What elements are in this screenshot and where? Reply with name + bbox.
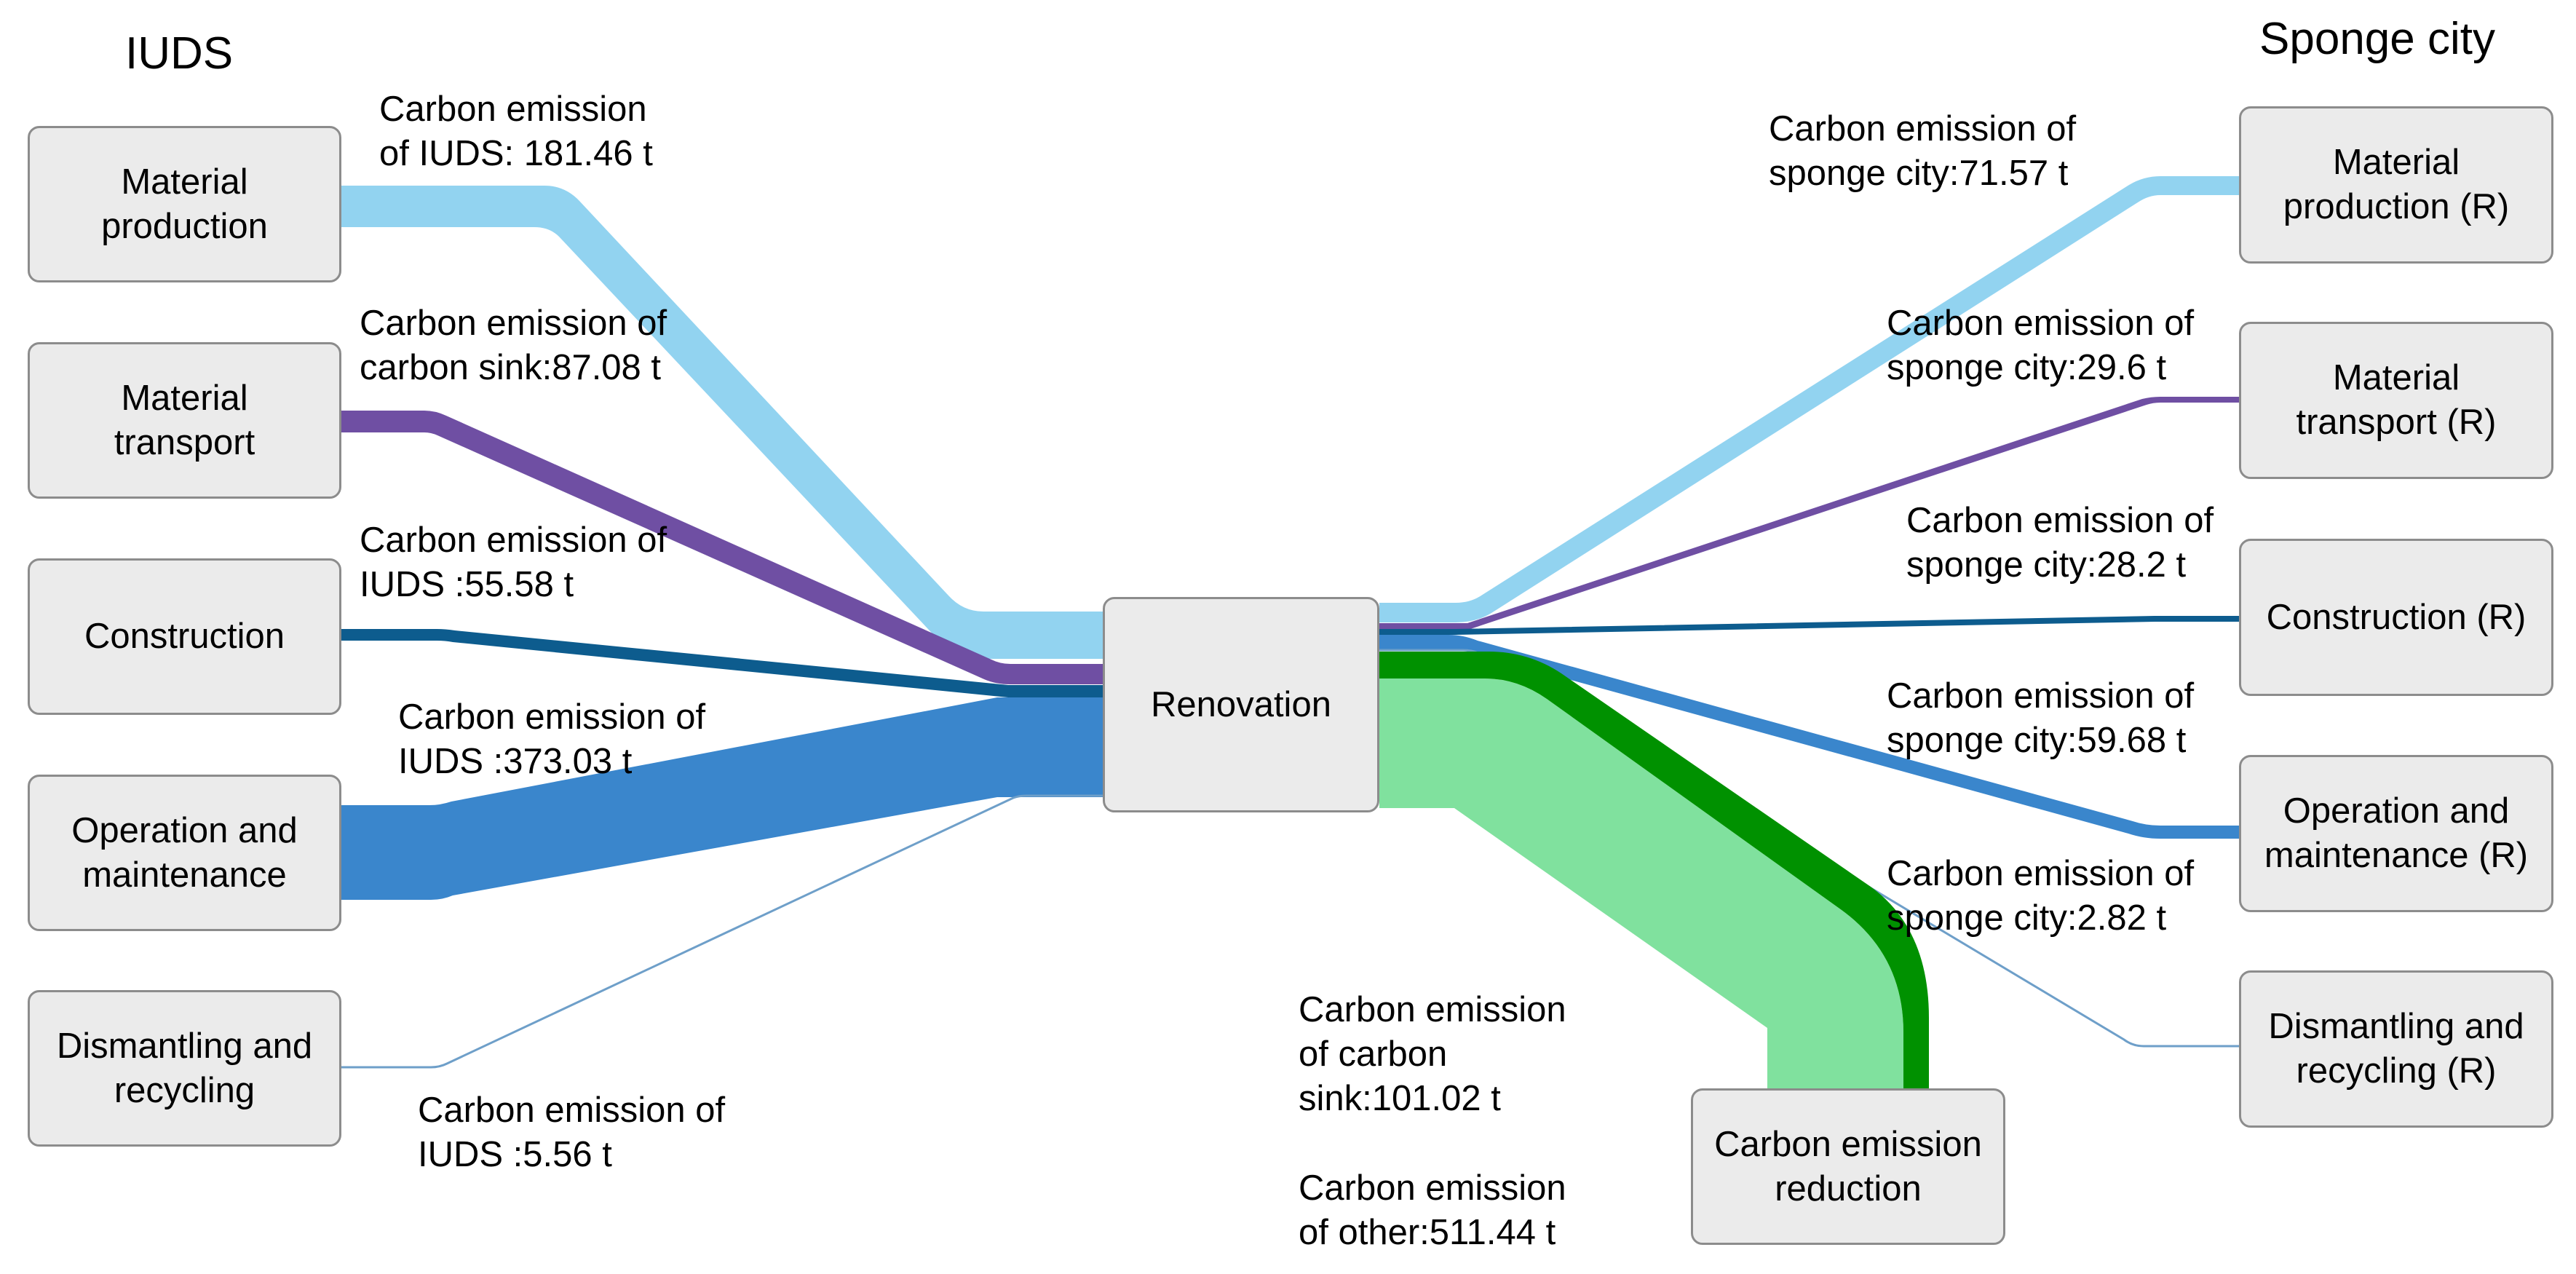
flow-dismantling-to-renovation (341, 794, 1103, 1069)
node-operation-maintenance-r: Operation and maintenance (R) (2239, 755, 2553, 912)
flow-renovation-to-operation-maintenance-r (1379, 635, 2239, 839)
label-right-dismantling: Carbon emission of sponge city:2.82 t (1887, 854, 2195, 938)
label-right-operation: Carbon emission of sponge city:59.68 t (1887, 676, 2195, 760)
flow-operation-to-renovation (341, 697, 1103, 900)
flow-material-transport-to-renovation (341, 411, 1103, 684)
node-material-production-r: Material production (R) (2239, 106, 2553, 264)
label-right-construction: Carbon emission of sponge city:28.2 t (1906, 501, 2214, 585)
node-construction-r: Construction (R) (2239, 539, 2553, 696)
label-right-material-transport: Carbon emission of sponge city:29.6 t (1887, 304, 2195, 387)
label-left-material-transport: Carbon emission of carbon sink:87.08 t (360, 304, 667, 387)
flow-material-production-to-renovation (341, 186, 1103, 659)
flow-renovation-to-material-transport-r (1379, 397, 2239, 629)
label-left-dismantling: Carbon emission of IUDS :5.56 t (418, 1091, 726, 1174)
node-operation-maintenance: Operation and maintenance (28, 775, 341, 931)
flow-renovation-to-reduction-other (1379, 678, 1903, 1088)
node-material-production: Material production (28, 126, 341, 282)
right-column-heading: Sponge city (2259, 14, 2495, 64)
label-reduction-other: Carbon emission of other:511.44 t (1299, 1168, 1566, 1252)
left-column-heading: IUDS (125, 28, 234, 79)
node-construction: Construction (28, 558, 341, 715)
label-reduction-carbon-sink: Carbon emission of carbon sink:101.02 t (1299, 990, 1566, 1118)
label-left-operation: Carbon emission of IUDS :373.03 t (398, 697, 706, 781)
node-carbon-emission-reduction: Carbon emission reduction (1691, 1088, 2005, 1245)
label-left-material-production: Carbon emission of IUDS: 181.46 t (379, 90, 653, 173)
flow-renovation-to-reduction-carbon-sink (1379, 652, 1929, 1088)
flow-renovation-to-material-production-r (1379, 176, 2239, 622)
node-dismantling-recycling-r: Dismantling and recycling (R) (2239, 970, 2553, 1128)
flow-construction-to-renovation (341, 629, 1103, 697)
node-dismantling-recycling: Dismantling and recycling (28, 990, 341, 1147)
flow-renovation-to-construction-r (1379, 616, 2239, 635)
node-material-transport-r: Material transport (R) (2239, 322, 2553, 479)
label-right-material-production: Carbon emission of sponge city:71.57 t (1769, 109, 2077, 193)
node-material-transport: Material transport (28, 342, 341, 499)
label-left-construction: Carbon emission of IUDS :55.58 t (360, 521, 667, 604)
node-renovation: Renovation (1103, 597, 1379, 812)
